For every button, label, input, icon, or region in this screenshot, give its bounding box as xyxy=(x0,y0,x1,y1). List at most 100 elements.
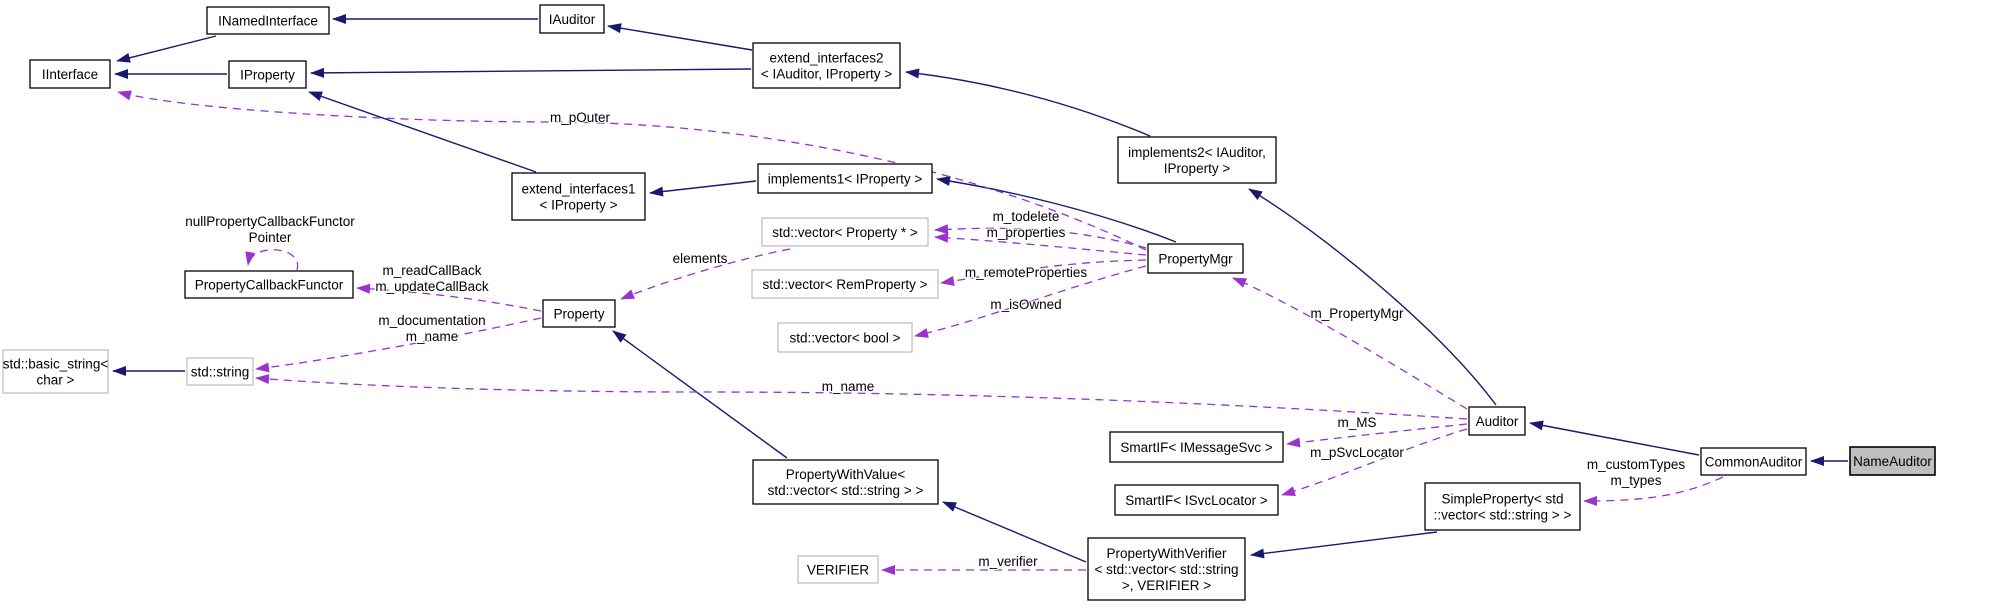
node-label-extend-interfaces1: < IProperty > xyxy=(539,198,617,213)
edge-label-commonauditor-to-simpleproperty: m_types xyxy=(1610,473,1661,488)
node-label-smartif-isvclocator: SmartIF< ISvcLocator > xyxy=(1125,493,1268,508)
node-box-propertywithvalue xyxy=(752,459,939,505)
node-label-commonauditor: CommonAuditor xyxy=(1705,455,1803,470)
edge-label-propertycallbackfunctor-self-loop: nullPropertyCallbackFunctor xyxy=(185,214,355,229)
edge-auditor-to-implements2 xyxy=(1248,188,1497,406)
node-simpleproperty[interactable]: SimpleProperty< std::vector< std::string… xyxy=(1424,482,1581,531)
edge-label-auditor-to-smartif-isvclocator: m_pSvcLocator xyxy=(1310,445,1404,460)
node-propertycallbackfunctor[interactable]: PropertyCallbackFunctor xyxy=(184,270,354,299)
edge-label-propertywithverifier-to-verifier: m_verifier xyxy=(978,554,1038,569)
edge-propertymgr-to-iinterface xyxy=(117,90,1147,251)
node-label-basic-string: std::basic_string< xyxy=(3,357,109,372)
node-vector-remproperty: std::vector< RemProperty > xyxy=(751,269,939,299)
node-box-propertycallbackfunctor xyxy=(184,270,354,299)
node-box-implements1 xyxy=(757,163,933,194)
node-label-iproperty: IProperty xyxy=(240,68,295,83)
node-inamedinterface[interactable]: INamedInterface xyxy=(206,6,330,35)
node-label-vector-property-ptr: std::vector< Property * > xyxy=(772,225,918,240)
node-label-implements2: IProperty > xyxy=(1164,161,1231,176)
node-box-basic-string xyxy=(2,349,109,394)
edge-propertywithvalue-to-property xyxy=(612,330,788,459)
edge-label-commonauditor-to-simpleproperty: m_customTypes xyxy=(1587,457,1686,472)
node-label-propertywithverifier: >, VERIFIER > xyxy=(1122,578,1211,593)
node-basic-string: std::basic_string<char > xyxy=(2,349,109,394)
node-box-extend-interfaces1 xyxy=(511,172,646,221)
edge-vector-property-ptr-to-property xyxy=(620,248,791,300)
node-iproperty[interactable]: IProperty xyxy=(228,60,307,89)
node-extend-interfaces1[interactable]: extend_interfaces1< IProperty > xyxy=(511,172,646,221)
node-extend-interfaces2[interactable]: extend_interfaces2< IAuditor, IProperty … xyxy=(752,42,901,89)
node-smartif-isvclocator[interactable]: SmartIF< ISvcLocator > xyxy=(1114,484,1279,516)
node-label-propertywithverifier: < std::vector< std::string xyxy=(1094,562,1238,577)
edge-label-vector-property-ptr-to-property: elements xyxy=(673,251,728,266)
node-label-extend-interfaces2: < IAuditor, IProperty > xyxy=(761,67,892,82)
node-vector-bool: std::vector< bool > xyxy=(777,322,913,353)
node-smartif-imessagesvc[interactable]: SmartIF< IMessageSvc > xyxy=(1109,431,1284,463)
node-box-vector-remproperty xyxy=(751,269,939,299)
node-box-vector-bool xyxy=(777,322,913,353)
node-label-propertycallbackfunctor: PropertyCallbackFunctor xyxy=(195,278,344,293)
edge-label-propertymgr-to-vector-property-ptr: m_properties xyxy=(987,225,1066,240)
edge-label-property-to-propertycallbackfunctor: m_readCallBack xyxy=(382,263,481,278)
node-label-nameauditor: NameAuditor xyxy=(1853,454,1932,469)
edge-implements2-to-extend-interfaces2 xyxy=(905,68,1151,137)
node-iauditor[interactable]: IAuditor xyxy=(539,4,605,34)
node-label-property: Property xyxy=(553,307,604,322)
node-propertywithverifier[interactable]: PropertyWithVerifier< std::vector< std::… xyxy=(1087,537,1246,601)
edge-commonauditor-to-auditor xyxy=(1529,420,1700,456)
node-commonauditor[interactable]: CommonAuditor xyxy=(1700,447,1807,476)
node-label-vector-bool: std::vector< bool > xyxy=(789,331,900,346)
node-propertymgr[interactable]: PropertyMgr xyxy=(1147,243,1244,274)
edge-label-auditor-to-propertymgr: m_PropertyMgr xyxy=(1310,306,1404,321)
node-label-smartif-imessagesvc: SmartIF< IMessageSvc > xyxy=(1120,440,1272,455)
node-label-propertywithvalue: PropertyWithValue< xyxy=(786,467,906,482)
node-property[interactable]: Property xyxy=(542,299,616,328)
node-label-auditor: Auditor xyxy=(1476,414,1519,429)
node-implements1[interactable]: implements1< IProperty > xyxy=(757,163,933,194)
node-box-smartif-isvclocator xyxy=(1114,484,1279,516)
node-auditor[interactable]: Auditor xyxy=(1468,406,1526,436)
edge-propertymgr-to-vector-property-ptr-2 xyxy=(934,232,1147,256)
node-box-propertywithverifier xyxy=(1087,537,1246,601)
edge-auditor-to-std-string xyxy=(255,374,1468,420)
edge-label-propertymgr-to-vector-property-ptr: m_todelete xyxy=(993,209,1060,224)
edge-label-property-to-std-string: m_name xyxy=(406,329,459,344)
node-box-nameauditor xyxy=(1849,446,1936,476)
edge-label-propertymgr-to-iinterface: m_pOuter xyxy=(550,110,611,125)
edge-extend-interfaces2-to-iproperty xyxy=(310,67,752,78)
edge-propertywithverifier-to-propertywithvalue xyxy=(942,501,1087,563)
edge-propertymgr-to-vector-bool xyxy=(914,265,1147,338)
node-box-simpleproperty xyxy=(1424,482,1581,531)
edge-implements1-to-extend-interfaces1 xyxy=(649,180,757,197)
node-propertywithvalue[interactable]: PropertyWithValue<std::vector< std::stri… xyxy=(752,459,939,505)
node-std-string: std::string xyxy=(186,357,254,386)
node-label-vector-remproperty: std::vector< RemProperty > xyxy=(762,277,927,292)
edge-label-property-to-propertycallbackfunctor: m_updateCallBack xyxy=(375,279,489,294)
edge-extend-interfaces1-to-iproperty xyxy=(308,91,537,173)
node-box-commonauditor xyxy=(1700,447,1807,476)
edge-simpleproperty-to-propertywithverifier xyxy=(1250,531,1438,559)
node-label-simpleproperty: SimpleProperty< std xyxy=(1442,492,1564,507)
node-label-simpleproperty: ::vector< std::string > > xyxy=(1434,508,1572,523)
edge-label-propertymgr-to-vector-bool: m_isOwned xyxy=(990,297,1061,312)
node-nameauditor: NameAuditor xyxy=(1849,446,1936,476)
node-box-std-string xyxy=(186,357,254,386)
node-iinterface[interactable]: IInterface xyxy=(29,59,111,89)
edge-label-auditor-to-std-string: m_name xyxy=(822,379,875,394)
node-box-iproperty xyxy=(228,60,307,89)
node-vector-property-ptr: std::vector< Property * > xyxy=(761,217,929,247)
node-label-verifier: VERIFIER xyxy=(807,563,870,578)
node-box-implements2 xyxy=(1117,136,1277,184)
node-box-auditor xyxy=(1468,406,1526,436)
edge-labels-layer: m_pOuterm_todeletem_propertiesm_remotePr… xyxy=(184,109,1686,570)
node-label-iinterface: IInterface xyxy=(42,67,98,82)
edge-auditor-to-propertymgr xyxy=(1232,277,1468,410)
node-implements2[interactable]: implements2< IAuditor,IProperty > xyxy=(1117,136,1277,184)
node-label-inamedinterface: INamedInterface xyxy=(218,14,318,29)
edge-propertymgr-to-vector-remproperty xyxy=(940,259,1147,286)
edges-layer xyxy=(112,14,1848,575)
node-box-extend-interfaces2 xyxy=(752,42,901,89)
edge-property-to-std-string xyxy=(255,317,542,373)
nodes-layer: IInterface INamedInterface IAuditorIProper… xyxy=(2,4,1936,601)
